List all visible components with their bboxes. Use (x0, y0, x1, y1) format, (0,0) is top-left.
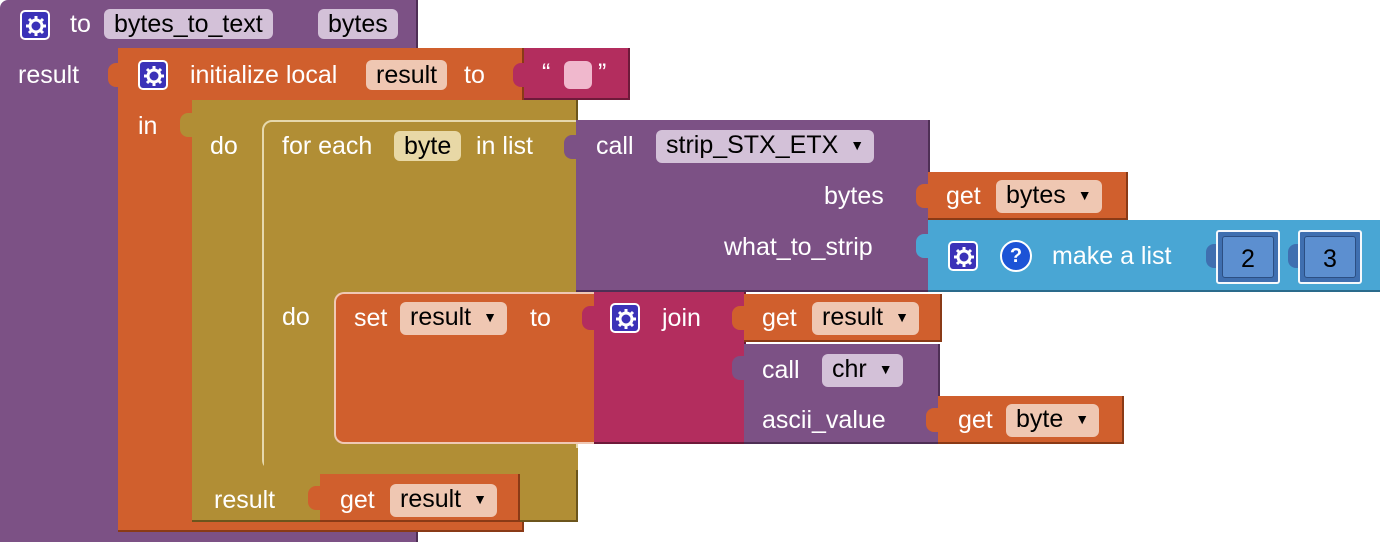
join-plug-tab (582, 306, 596, 330)
list-item-2-field[interactable] (1304, 236, 1356, 278)
make-list-label: make a list (1052, 242, 1172, 270)
join-gear-icon[interactable] (610, 303, 640, 333)
get-bytes-var: bytes (1006, 181, 1066, 209)
dropdown-arrow-icon: ▼ (850, 137, 865, 153)
string-open-quote: “ (542, 59, 551, 87)
dropdown-arrow-icon: ▼ (483, 309, 497, 325)
list-item-2-value: 3 (1323, 245, 1337, 273)
list-item-2-number[interactable]: 3 (1298, 230, 1362, 284)
string-plug-tab (513, 63, 527, 87)
call-strip-plug-tab (564, 135, 578, 159)
set-var-dropdown[interactable]: result ▼ (400, 302, 507, 335)
list-item-1-value: 2 (1241, 245, 1255, 273)
dropdown-arrow-icon: ▼ (878, 361, 893, 377)
get-result-final-var: result (400, 485, 462, 513)
get-result-join-plug-tab (732, 306, 746, 330)
initialize-local-keyword: initialize local (190, 61, 338, 89)
list-item-1-number[interactable]: 2 (1216, 230, 1280, 284)
procedure-name-field[interactable]: bytes_to_text (104, 9, 273, 39)
dropdown-arrow-icon: ▼ (1075, 411, 1090, 427)
for-each-item-field[interactable]: byte (394, 131, 462, 161)
get-byte-plug-tab (926, 408, 940, 432)
procedure-gear-icon[interactable] (20, 10, 50, 40)
strip-arg-what-label: what_to_strip (724, 233, 873, 261)
chr-arg-label: ascii_value (762, 406, 886, 434)
chr-proc-name: chr (832, 355, 867, 383)
string-close-quote: ” (598, 59, 607, 87)
set-var-name: result (410, 303, 472, 331)
dropdown-arrow-icon: ▼ (1077, 187, 1092, 203)
do-result-do-keyword: do (210, 132, 238, 160)
local-to-keyword: to (464, 61, 485, 89)
call-strip-keyword: call (596, 132, 634, 160)
strip-proc-dropdown[interactable]: strip_STX_ETX ▼ (656, 130, 875, 163)
strip-arg-bytes-label: bytes (824, 182, 884, 210)
for-each-in-list-keyword: in list (476, 132, 533, 160)
do-result-result-keyword: result (214, 486, 276, 514)
get-bytes-plug-tab (916, 184, 930, 208)
local-var-name-field[interactable]: result (366, 60, 448, 90)
procedure-to-keyword: to (70, 10, 91, 38)
get-result-join-var: result (822, 303, 884, 331)
get-bytes-dropdown[interactable]: bytes ▼ (996, 180, 1102, 213)
strip-proc-name: strip_STX_ETX (666, 131, 839, 159)
get-result-final-dropdown[interactable]: result ▼ (390, 484, 497, 517)
dropdown-arrow-icon: ▼ (895, 309, 909, 325)
for-each-keyword: for each (282, 132, 373, 160)
get-byte-keyword: get (958, 406, 993, 434)
get-result-final-plug-tab (308, 486, 322, 510)
for-each-do-keyword: do (282, 303, 310, 331)
get-result-join-keyword: get (762, 304, 797, 332)
procedure-result-label: result (18, 61, 80, 89)
get-byte-dropdown[interactable]: byte ▼ (1006, 404, 1100, 437)
set-to-keyword: to (530, 304, 551, 332)
local-in-keyword: in (138, 112, 158, 140)
set-keyword: set (354, 304, 388, 332)
string-value-field[interactable] (564, 61, 592, 89)
get-bytes-keyword: get (946, 182, 981, 210)
call-chr-keyword: call (762, 356, 800, 384)
for-each-bottom-bar (264, 448, 578, 470)
output-plug-tab (108, 63, 122, 87)
get-result-final-keyword: get (340, 486, 375, 514)
chr-proc-dropdown[interactable]: chr ▼ (822, 354, 903, 387)
call-chr-plug-tab (732, 356, 746, 380)
local-gear-icon[interactable] (138, 60, 168, 90)
procedure-param-bytes[interactable]: bytes (318, 9, 398, 39)
dropdown-arrow-icon: ▼ (473, 491, 487, 507)
do-result-plug-tab (180, 113, 194, 137)
help-icon[interactable]: ? (1000, 240, 1032, 272)
make-list-gear-icon[interactable] (948, 241, 978, 271)
join-label: join (662, 304, 701, 332)
make-list-plug-tab (916, 234, 930, 258)
get-byte-var: byte (1016, 405, 1064, 433)
get-result-join-dropdown[interactable]: result ▼ (812, 302, 919, 335)
list-item-1-field[interactable] (1222, 236, 1274, 278)
